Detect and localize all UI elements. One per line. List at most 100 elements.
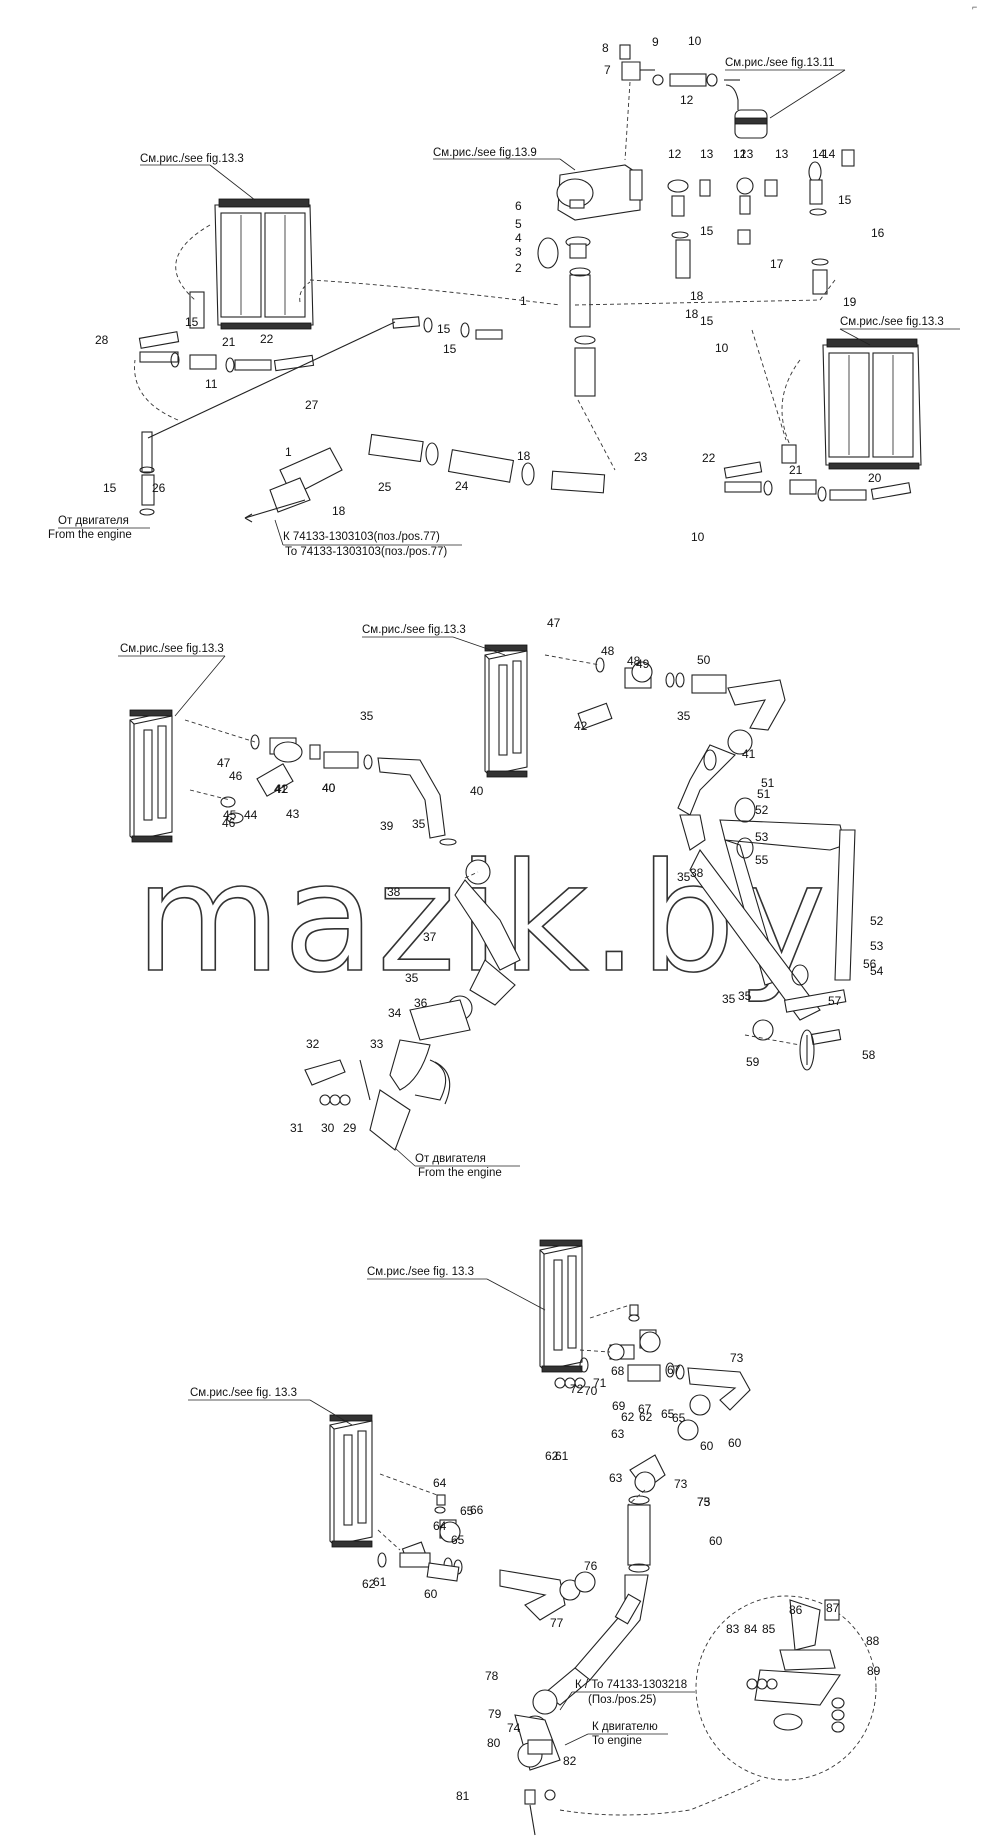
fitting-7 [621,61,641,81]
part-number-label: 14 [822,147,836,161]
part-number-label: 40 [322,781,336,795]
part-number-label: 16 [871,226,885,240]
ref-from-engine-ru: От двигателя [58,515,129,527]
part-number-label: 53 [755,830,769,844]
part-number-label: 80 [487,1736,501,1750]
part-number-label: 65 [460,1504,474,1518]
part-number-label: 8 [602,41,609,55]
part-number-label: 48 [627,654,641,668]
tube-1 [569,274,591,328]
ref-fig13-3-top-3: См.рис./see fig. 13.3 [367,1266,474,1278]
part-number-label: 51 [757,787,771,801]
part-number-label: 59 [746,1055,760,1069]
part-number-label: 6 [515,199,522,213]
part-number-label: 35 [677,870,691,884]
part-number-label: 40 [322,781,336,795]
part-number-label: 61 [373,1575,387,1589]
ref-fig13-3-left: См.рис./see fig.13.3 [140,153,244,165]
radiator-left [214,198,314,330]
part-number-label: 15 [700,314,714,328]
part-number-label: 12 [680,93,694,107]
part-number-label: 36 [414,996,428,1010]
ref-fig13-3-right: См.рис./see fig.13.3 [840,316,944,328]
part-number-label: 66 [470,1503,484,1517]
ref-to-ru: К 74133-1303103(поз./pos.77) [283,531,440,543]
part-number-label: 30 [321,1121,335,1135]
part-number-label: 1 [285,445,292,459]
part-number-label: 11 [205,377,218,391]
part-number-label: 18 [690,289,704,303]
expansion-tank [556,164,643,221]
part-number-label: 13 [700,147,714,161]
ref-fig13-11: См.рис./see fig.13.11 [725,57,834,69]
part-number-label: 43 [286,807,300,821]
part-number-label: 7 [604,63,611,77]
filter-housing [724,79,768,139]
part-number-label: 62 [545,1449,559,1463]
detail-circle [695,1595,877,1781]
part-number-label: 71 [593,1376,607,1390]
ref-fig13-3-left-3: См.рис./see fig. 13.3 [190,1387,297,1399]
part-number-label: 41 [742,747,756,761]
part-number-label: 26 [152,481,166,495]
part-number-label: 88 [866,1634,880,1648]
ref-to-engine-ru-3: К двигателю [592,1721,658,1733]
part-number-label: 31 [290,1121,304,1135]
part-number-label: 28 [95,333,109,347]
part-number-label: 51 [761,776,775,790]
part-number-label: 47 [547,616,561,630]
part-number-label: 18 [685,307,699,321]
part-number-label: 35 [405,971,419,985]
part-number-label: 34 [388,1006,402,1020]
part-number-label: 52 [870,914,884,928]
ref-from-engine-en: From the engine [48,529,132,541]
part-number-label: 35 [360,709,374,723]
part-number-label: 53 [870,939,884,953]
part-number-label: 74 [507,1721,521,1735]
part-number-label: 54 [870,964,884,978]
part-number-label: 60 [728,1436,742,1450]
part-number-label: 1 [520,294,527,308]
ref-from-engine-en-2: From the engine [418,1167,502,1179]
part-number-label: 55 [755,853,769,867]
part-number-label: 48 [601,644,615,658]
part-number-label: 64 [433,1476,447,1490]
part-number-label: 57 [828,994,842,1008]
part-number-label: 10 [715,341,729,355]
part-number-label: 37 [423,930,437,944]
part-number-label: 60 [424,1587,438,1601]
part-number-label: 62 [621,1410,635,1424]
part-number-label: 63 [611,1427,625,1441]
part-number-label: 35 [722,992,736,1006]
part-number-label: 20 [868,471,882,485]
diagram-1 [134,44,922,523]
part-number-label: 23 [634,450,648,464]
radiator-right-2 [484,644,528,778]
part-number-label: 35 [738,989,752,1003]
ref-to-en: To 74133-1303103(поз./pos.77) [285,546,447,558]
part-number-label: 67 [638,1402,652,1416]
part-number-label: 69 [612,1399,626,1413]
part-number-label: 65 [451,1533,465,1547]
part-number-label: 50 [697,653,711,667]
part-number-label: 13 [740,147,754,161]
part-number-label: 45 [223,808,237,822]
ref-fig13-9: См.рис./see fig.13.9 [433,147,537,159]
part-number-label: 72 [570,1382,584,1396]
part-number-label: 64 [433,1519,447,1533]
part-number-label: 33 [370,1037,384,1051]
part-number-label: 12 [668,147,682,161]
part-number-label: 15 [185,315,199,329]
part-number-label: 86 [789,1603,803,1617]
part-number-label: 78 [485,1669,499,1683]
part-number-label: 85 [762,1622,776,1636]
radiator-top-3 [539,1239,583,1373]
part-number-label: 62 [639,1410,653,1424]
part-number-label: 46 [229,769,243,783]
hose-11 [669,73,707,87]
part-number-label: 19 [843,295,857,309]
ref-fig13-3-left-2: См.рис./see fig.13.3 [120,643,224,655]
part-number-label: 70 [584,1384,598,1398]
